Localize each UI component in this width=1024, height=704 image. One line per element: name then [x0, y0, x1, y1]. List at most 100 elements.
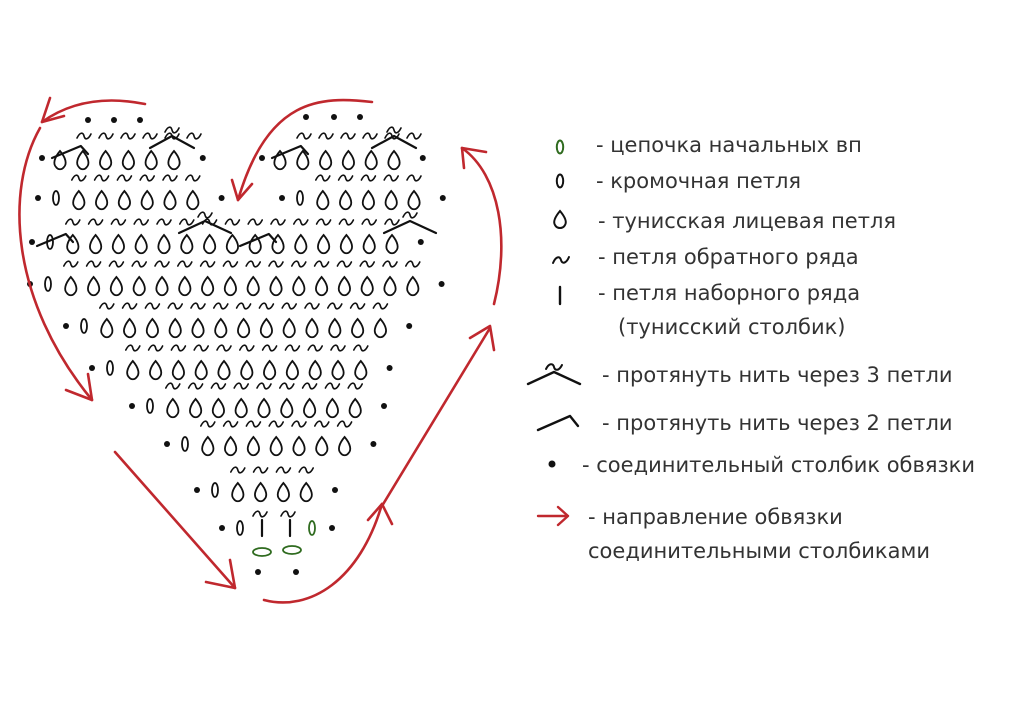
legend-return-text: - петля обратного ряда [598, 245, 859, 269]
slip-stitch-dot [218, 195, 225, 201]
tunisian-knit-stitch [373, 317, 387, 339]
tunisian-knit-stitch [303, 397, 317, 419]
tunisian-knit-stitch [214, 317, 228, 339]
return-row-stitch [402, 211, 418, 219]
tunisian-knit-stitch [201, 435, 215, 457]
return-row-stitch [247, 218, 263, 226]
tunisian-knit-stitch [384, 189, 398, 211]
tunisian-knit-stitch [315, 435, 329, 457]
pull-through-3-mark [177, 219, 233, 235]
return-row-stitch [301, 382, 318, 390]
return-row-stitch [133, 218, 149, 226]
return-row-stitch [304, 302, 320, 310]
tunisian-knit-stitch [95, 189, 109, 211]
return-row-stitch [144, 302, 161, 310]
return-row-stitch [337, 174, 354, 182]
tunisian-knit-stitch [282, 317, 296, 339]
return-row-stitch [280, 510, 296, 518]
tunisian-knit-stitch [149, 359, 163, 381]
tunisian-knit-stitch [224, 435, 238, 457]
tunisian-knit-stitch [246, 435, 260, 457]
tunisian-knit-stitch [217, 359, 231, 381]
return-row-stitch [224, 218, 241, 226]
tunisian-knit-stitch [201, 275, 215, 297]
tunisian-knit-stitch [144, 149, 158, 171]
tunisian-knit-stitch [331, 359, 345, 381]
slip-stitch-dot [89, 365, 95, 371]
return-row-stitch [256, 382, 272, 390]
tunisian-knit-stitch [259, 317, 273, 339]
return-row-stitch [199, 260, 216, 268]
return-row-stitch [121, 302, 138, 310]
return-row-stitch [314, 420, 330, 428]
pull-through-3-mark [382, 219, 438, 235]
tunisian-knit-stitch [406, 275, 420, 297]
return-row-stitch [164, 126, 180, 134]
return-row-stitch [324, 382, 341, 390]
tunisian-knit-stitch [72, 189, 86, 211]
stitch-grid [27, 114, 446, 575]
tunisian-knit-stitch [362, 233, 376, 255]
tunisian-knit-stitch [231, 481, 245, 503]
legend-pull3-text: - протянуть нить через 3 петли [602, 363, 953, 387]
return-row-stitch [327, 302, 343, 310]
return-row-stitch [258, 302, 275, 310]
tunisian-knit-stitch [361, 189, 375, 211]
slip-stitch-dot [39, 155, 45, 161]
return-row-stitch [216, 344, 232, 352]
return-row-stitch [193, 344, 209, 352]
tunisian-knit-stitch [178, 275, 192, 297]
return-row-stitch [361, 218, 377, 226]
tunisian-knit-stitch [292, 275, 306, 297]
chain-loop-stitch [252, 547, 272, 557]
tunisian-knit-stitch [383, 275, 397, 297]
return-row-stitch [222, 260, 239, 268]
return-row-stitch [235, 302, 252, 310]
legend-edge-text: - кромочная петля [596, 169, 802, 193]
arrow-left-side [18, 126, 94, 402]
return-row-stitch [405, 260, 421, 268]
tunisian-knit-stitch [319, 149, 333, 171]
tunisian-knit-stitch [246, 275, 260, 297]
arrow-left-bottom-head [204, 558, 237, 590]
return-row-stitch [230, 466, 246, 474]
tunisian-knit-stitch [191, 317, 205, 339]
return-row-stitch [154, 260, 170, 268]
return-row-stitch [186, 132, 202, 140]
return-row-stitch [87, 218, 104, 226]
return-row-stitch [210, 382, 227, 390]
tunisian-knit-stitch [339, 233, 353, 255]
tunisian-knit-stitch [317, 233, 331, 255]
return-row-stitch [261, 344, 278, 352]
tunisian-knit-stitch [248, 233, 262, 255]
return-row-stitch [252, 510, 268, 518]
tunisian-knit-stitch [360, 275, 374, 297]
return-row-stitch [99, 302, 115, 310]
tunisian-knit-stitch [223, 275, 237, 297]
return-row-stitch [386, 126, 402, 134]
return-row-stitch [293, 218, 309, 226]
edge-loop-stitch [106, 360, 114, 376]
arrow-bottom-right [262, 502, 384, 604]
legend-tunisian-text: - тунисская лицевая петля [598, 209, 897, 233]
return-row-stitch [187, 382, 204, 390]
return-row-stitch [318, 132, 334, 140]
edge-loop-stitch [146, 398, 154, 414]
arrow-right-lobe-top [236, 98, 374, 202]
legend-forward-text: - петля наборного ряда [598, 281, 861, 305]
tunisian-knit-stitch [348, 397, 362, 419]
edge-loop-stitch [52, 190, 60, 206]
slip-stitch-dot [129, 403, 135, 409]
tunisian-knit-stitch [180, 233, 194, 255]
tunisian-knit-stitch [134, 233, 148, 255]
pull-through-3-mark [370, 134, 418, 150]
slip-stitch-dot [259, 155, 265, 161]
slip-stitch-dot [164, 441, 170, 447]
slip-stitch-dot [332, 487, 338, 493]
tunisian-knit-stitch [276, 481, 290, 503]
tunisian-knit-stitch [285, 359, 299, 381]
slip-stitch-dot [29, 239, 35, 245]
pull-through-2-mark [270, 144, 310, 160]
tunisian-knit-stitch [76, 149, 90, 171]
arrow-left-side-head [64, 372, 94, 402]
